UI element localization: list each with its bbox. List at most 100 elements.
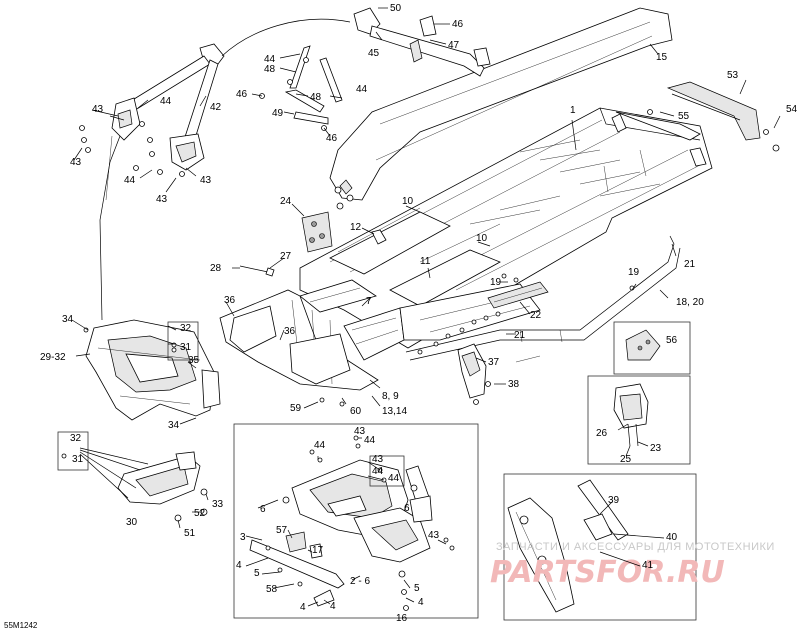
callout-3: 3 [240, 532, 246, 543]
callout-41: 41 [642, 560, 654, 571]
callout-46: 46 [326, 133, 338, 144]
callout-31: 31 [180, 342, 192, 353]
callout-10: 10 [476, 233, 488, 244]
callout-1: 1 [570, 105, 576, 116]
link-rods-part [259, 45, 343, 131]
guard-rail-part [249, 531, 409, 611]
callout-31: 31 [72, 454, 84, 465]
callout-46: 46 [236, 89, 248, 100]
callout-43: 43 [428, 530, 440, 541]
callout-7: 7 [366, 296, 372, 307]
callout-29-32: 29-32 [40, 352, 66, 363]
steering-strut-part [99, 43, 225, 321]
callout-11: 11 [420, 256, 431, 267]
callout-4: 4 [300, 602, 306, 613]
callout-28: 28 [210, 263, 222, 274]
callout-21: 21 [514, 330, 526, 341]
callout-54: 54 [786, 104, 798, 115]
callout-8-9: 8, 9 [382, 391, 399, 402]
callout-box-32-31-lower [57, 431, 89, 471]
callout-44: 44 [124, 175, 136, 186]
callout-30: 30 [126, 517, 138, 528]
part-39-41-plate [507, 479, 629, 613]
callout-36: 36 [224, 295, 236, 306]
callout-39: 39 [608, 495, 620, 506]
callout-5: 5 [254, 568, 260, 579]
callout-4: 4 [236, 560, 242, 571]
detail-box-56 [613, 321, 691, 375]
tunnel-cover-part [329, 7, 673, 210]
callout-48: 48 [310, 92, 322, 103]
callout-24: 24 [280, 196, 292, 207]
callout-44: 44 [356, 84, 368, 95]
leader-lines [71, 7, 781, 607]
callout-60: 60 [350, 406, 362, 417]
tunnel-chassis-part [299, 107, 713, 349]
callout-27: 27 [280, 251, 292, 262]
callout-43: 43 [70, 157, 82, 168]
callout-2-6: 2 - 6 [350, 576, 370, 587]
callout-12: 12 [350, 222, 362, 233]
callout-40: 40 [666, 532, 678, 543]
footrest-part [487, 281, 549, 309]
callout-44: 44 [264, 54, 276, 65]
callout-57: 57 [276, 525, 288, 536]
hardware-left-part [79, 121, 185, 177]
callout-6: 6 [404, 503, 410, 514]
callout-50: 50 [390, 3, 402, 14]
callout-59: 59 [290, 403, 302, 414]
figure-code: 55M1242 [4, 621, 38, 630]
callout-16: 16 [396, 613, 408, 624]
callout-labels: 50 46 47 45 15 44 48 46 48 44 49 46 43 4… [4, 3, 798, 630]
detail-box-center [233, 423, 479, 619]
callout-43: 43 [92, 104, 104, 115]
callout-32: 32 [180, 323, 192, 334]
callout-44: 44 [160, 96, 172, 107]
part-56-bracket [625, 329, 661, 361]
front-nose-part [83, 319, 221, 421]
callout-4: 4 [330, 601, 336, 612]
callout-18-20: 18, 20 [676, 297, 704, 308]
detail-box-39-41 [503, 473, 697, 621]
watermark-logo: PARTSFOR.RU [490, 555, 725, 590]
callout-19: 19 [490, 277, 502, 288]
callout-48: 48 [264, 64, 276, 75]
callout-44: 44 [314, 440, 326, 451]
callout-37: 37 [488, 357, 500, 368]
callout-10: 10 [402, 196, 414, 207]
callout-35: 35 [188, 355, 200, 366]
bolt-28-part [239, 265, 275, 277]
callout-32: 32 [70, 433, 82, 444]
callout-13-14: 13,14 [382, 406, 407, 417]
callout-23: 23 [650, 443, 662, 454]
callout-43: 43 [200, 175, 212, 186]
callout-45: 45 [368, 48, 380, 59]
front-skid-part [79, 447, 208, 522]
upper-bar-part [221, 7, 491, 77]
callout-43: 43 [354, 426, 366, 437]
callout-46: 46 [452, 19, 464, 30]
rear-rail-part [647, 81, 780, 152]
callout-43: 43 [156, 194, 168, 205]
callout-42: 42 [210, 102, 222, 113]
detail-box-23-26 [587, 375, 691, 465]
callout-49: 49 [272, 108, 284, 119]
callout-47: 47 [448, 40, 460, 51]
callout-5: 5 [414, 583, 420, 594]
watermark: ЗАПЧАСТИ И АКСЕССУАРЫ ДЛЯ МОТОТЕХНИКИ PA… [490, 541, 775, 590]
callout-33: 33 [212, 499, 224, 510]
callout-53: 53 [727, 70, 739, 81]
callout-56: 56 [666, 335, 678, 346]
callout-52: 52 [194, 508, 206, 519]
callout-58: 58 [266, 584, 278, 595]
callout-34: 34 [62, 314, 74, 325]
watermark-caption: ЗАПЧАСТИ И АКСЕССУАРЫ ДЛЯ МОТОТЕХНИКИ [496, 541, 775, 553]
callout-51: 51 [184, 528, 196, 539]
callout-17: 17 [312, 545, 324, 556]
callout-44: 44 [388, 473, 400, 484]
callout-44: 44 [364, 435, 376, 446]
callout-38: 38 [508, 379, 520, 390]
callout-43: 43 [372, 454, 384, 465]
callout-25: 25 [620, 454, 632, 465]
